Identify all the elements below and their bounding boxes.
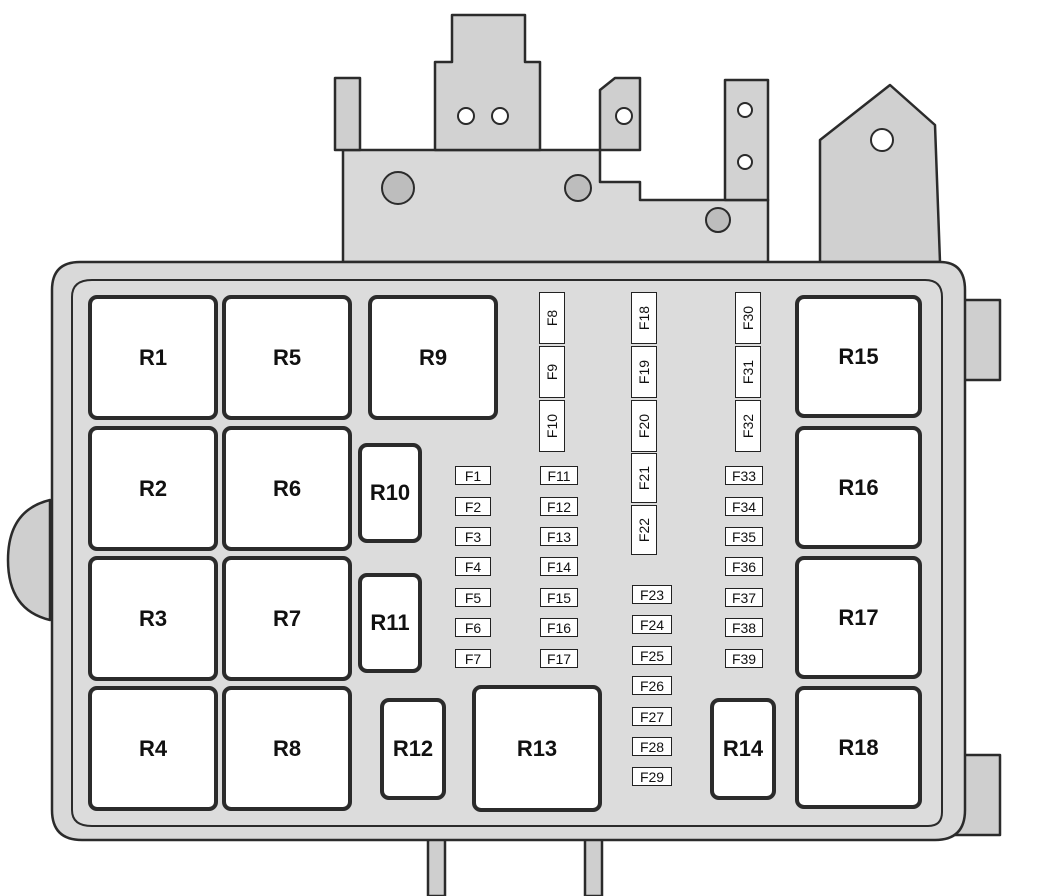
fuse-f26: F26 [632, 676, 672, 695]
angled-right-tab [818, 83, 942, 264]
mount-hole [737, 154, 753, 170]
fuse-f21: F21 [631, 453, 657, 503]
mount-hole [870, 128, 894, 152]
relay-r9: R9 [368, 295, 498, 420]
relay-r8: R8 [222, 686, 352, 811]
relay-r18: R18 [795, 686, 922, 809]
fuse-f13: F13 [540, 527, 578, 546]
fuse-f14: F14 [540, 557, 578, 576]
relay-r12: R12 [380, 698, 446, 800]
terminal-post [381, 171, 415, 205]
fuse-f34: F34 [725, 497, 763, 516]
fuse-f25: F25 [632, 646, 672, 665]
fuse-f24: F24 [632, 615, 672, 634]
fuse-f11: F11 [540, 466, 578, 485]
fuse-f20: F20 [631, 400, 657, 452]
fuse-f38: F38 [725, 618, 763, 637]
relay-r16: R16 [795, 426, 922, 549]
mount-hole [457, 107, 475, 125]
fuse-f31: F31 [735, 346, 761, 398]
fuse-f22: F22 [631, 505, 657, 555]
fuse-f19: F19 [631, 346, 657, 398]
fuse-f27: F27 [632, 707, 672, 726]
top-connector-block [341, 148, 770, 264]
fuse-f23: F23 [632, 585, 672, 604]
fuse-f1: F1 [455, 466, 491, 485]
fuse-f6: F6 [455, 618, 491, 637]
relay-r3: R3 [88, 556, 218, 681]
top-right-clip [723, 78, 770, 202]
fuse-f33: F33 [725, 466, 763, 485]
relay-r10: R10 [358, 443, 422, 543]
fuse-f10: F10 [539, 400, 565, 452]
left-side-knob [6, 498, 52, 622]
relay-r4: R4 [88, 686, 218, 811]
relay-r6: R6 [222, 426, 352, 551]
relay-r2: R2 [88, 426, 218, 551]
fuse-f16: F16 [540, 618, 578, 637]
fuse-f36: F36 [725, 557, 763, 576]
fuse-f32: F32 [735, 400, 761, 452]
fuse-f12: F12 [540, 497, 578, 516]
fuse-f3: F3 [455, 527, 491, 546]
relay-r7: R7 [222, 556, 352, 681]
fuse-f35: F35 [725, 527, 763, 546]
fuse-f30: F30 [735, 292, 761, 344]
relay-r5: R5 [222, 295, 352, 420]
fuse-f15: F15 [540, 588, 578, 607]
fuse-f9: F9 [539, 346, 565, 398]
fuse-f4: F4 [455, 557, 491, 576]
fuse-f29: F29 [632, 767, 672, 786]
fuse-f17: F17 [540, 649, 578, 668]
terminal-post [705, 207, 731, 233]
fuse-f2: F2 [455, 497, 491, 516]
fuse-f18: F18 [631, 292, 657, 344]
relay-r1: R1 [88, 295, 218, 420]
fuse-f39: F39 [725, 649, 763, 668]
top-latch [433, 13, 542, 152]
relay-r14: R14 [710, 698, 776, 800]
terminal-post [564, 174, 592, 202]
relay-r13: R13 [472, 685, 602, 812]
fuse-f7: F7 [455, 649, 491, 668]
fuse-f37: F37 [725, 588, 763, 607]
fuse-f28: F28 [632, 737, 672, 756]
relay-r17: R17 [795, 556, 922, 679]
relay-r11: R11 [358, 573, 422, 673]
mount-hole [737, 102, 753, 118]
fuse-f5: F5 [455, 588, 491, 607]
relay-r15: R15 [795, 295, 922, 418]
mount-hole [615, 107, 633, 125]
fuse-f8: F8 [539, 292, 565, 344]
top-left-bracket [333, 76, 362, 152]
mount-hole [491, 107, 509, 125]
